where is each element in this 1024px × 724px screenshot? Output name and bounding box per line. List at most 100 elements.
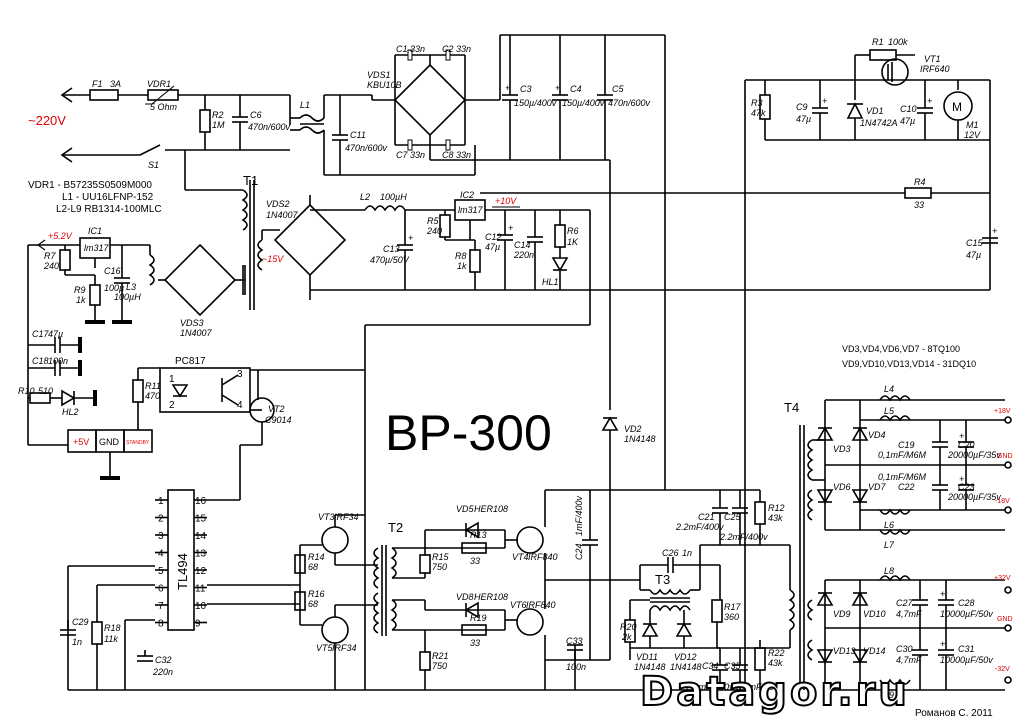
- value-C31: 10000µF/50v: [940, 655, 993, 665]
- label-R4: R4: [914, 177, 926, 187]
- diode-VD14: [851, 649, 869, 664]
- output-18v: L4 L5 L6 L7 VD3 VD4 VD6 VD7 C19 0,1mF/M6…: [807, 384, 1013, 550]
- label-R6: R6: [567, 226, 579, 236]
- value-C4: 150µ/400v: [562, 98, 605, 108]
- value-C11: 470n/600v: [345, 143, 388, 153]
- label-R17: R17: [724, 602, 742, 612]
- transformer-T2-primary: [373, 547, 380, 589]
- resistor-R4: [904, 187, 932, 199]
- transformer-T1-primary: [241, 189, 248, 231]
- value-C13: 470µ/50V: [370, 255, 410, 265]
- label-C9: C9: [796, 102, 808, 112]
- mosfet-VT3: [321, 526, 349, 554]
- label-R14: R14: [308, 552, 325, 562]
- output-connector: +5V GND STANDBY: [67, 405, 153, 480]
- value-VD2: 1N4148: [624, 434, 656, 444]
- label-R8: R8: [455, 251, 467, 261]
- label-VT6: VT6: [510, 600, 527, 610]
- value-C26: 1n: [682, 548, 692, 558]
- label-R10: R10: [18, 386, 35, 396]
- label-L9: L9: [884, 690, 894, 700]
- label-C23: C23: [958, 482, 975, 492]
- label-R12: R12: [768, 503, 785, 513]
- value-L2: 100µH: [380, 192, 407, 202]
- resistor-R2: [199, 109, 211, 133]
- label-C17: C17: [32, 329, 50, 339]
- terminal-gnd-1[interactable]: [1004, 461, 1012, 469]
- label-R1: R1: [872, 37, 884, 47]
- label-L2: L2: [360, 192, 370, 202]
- author-credit: Романов С. 2011: [915, 708, 993, 719]
- value-C14: 220n: [513, 250, 534, 260]
- value-VD1: 1N4742A: [860, 118, 898, 128]
- label-C14: C14: [514, 240, 531, 250]
- switch-S1: [139, 144, 161, 156]
- label-C20: C20: [958, 440, 975, 450]
- svg-text:M: M: [952, 100, 962, 114]
- value-C6: 470n/600v: [248, 122, 291, 132]
- inductor-L3: [148, 254, 155, 286]
- value-VT1: IRF640: [920, 64, 950, 74]
- terminal-minus18[interactable]: [1004, 506, 1012, 514]
- label-R21: R21: [432, 651, 449, 661]
- inductor-L2: [364, 205, 406, 212]
- tl494-pin-3: 3: [158, 531, 164, 542]
- bom-note-1: VDR1 - B57235S0509M000: [28, 180, 152, 191]
- label-L6: L6: [884, 520, 894, 530]
- terminal-minus32[interactable]: [1004, 676, 1012, 684]
- watermark: Datagor.ru: [640, 669, 910, 715]
- value-VT4: IRF840: [528, 552, 558, 562]
- svg-text:+: +: [822, 96, 827, 106]
- diode-VD8: [464, 601, 479, 619]
- value-R20: 2k: [621, 632, 632, 642]
- value-R15: 750: [432, 562, 447, 572]
- value-C18: 100n: [48, 356, 68, 366]
- diode-VD10: [851, 591, 869, 606]
- value-C27: 4,7mF: [896, 609, 922, 619]
- label-F1: F1: [92, 79, 103, 89]
- value-R16: 68: [308, 599, 318, 609]
- transformer-T2-secondary-2: [390, 599, 397, 631]
- value-C10: 47µ: [900, 116, 915, 126]
- value-R17: 360: [724, 612, 739, 622]
- value-M1: 12V: [964, 130, 981, 140]
- label-C15: C15: [966, 238, 984, 248]
- label-C3: C3: [520, 84, 532, 94]
- value-C8: 33n: [456, 150, 471, 160]
- label-out-minus32: -32V: [995, 666, 1010, 673]
- label-C21: C21: [698, 512, 715, 522]
- transformer-T3-primary: [649, 588, 691, 595]
- tl494-pin-1: 1: [158, 496, 164, 507]
- label-T3: T3: [655, 572, 670, 587]
- connector-label-gnd: GND: [99, 437, 120, 447]
- value-VT2: C9014: [265, 415, 292, 425]
- label-C35: C35: [724, 661, 742, 671]
- label-VD1: VD1: [866, 106, 884, 116]
- tl494-pin-10: 10: [195, 601, 207, 612]
- value-R11: 470: [145, 391, 160, 401]
- tl494-pin-11: 11: [195, 584, 206, 595]
- tl494-pin-14: 14: [195, 531, 207, 542]
- label-VD2: VD2: [624, 424, 642, 434]
- label-VD11: VD11: [636, 652, 658, 662]
- terminal-plus32[interactable]: [1004, 586, 1012, 594]
- label-VD7: VD7: [868, 482, 887, 492]
- mosfet-VT4: [516, 526, 544, 554]
- value-R9: 1k: [76, 295, 86, 305]
- trimmer-R8: [469, 249, 481, 273]
- tl494-pin-2: 2: [158, 514, 164, 525]
- terminal-gnd-2[interactable]: [1004, 624, 1012, 632]
- label-VD6: VD6: [833, 482, 851, 492]
- transformer-T4-sec-1: [807, 439, 814, 481]
- terminal-plus18[interactable]: [1004, 416, 1012, 424]
- label-R15: R15: [432, 552, 450, 562]
- label-C30: C30: [896, 644, 913, 654]
- label-TL494: TL494: [175, 553, 190, 590]
- label-C16: C16: [104, 266, 121, 276]
- label-R2: R2: [212, 110, 224, 120]
- value-L3: 100µH: [114, 292, 141, 302]
- resistor-R14: [294, 554, 306, 574]
- svg-text:+: +: [555, 83, 560, 93]
- label-C10: C10: [900, 104, 917, 114]
